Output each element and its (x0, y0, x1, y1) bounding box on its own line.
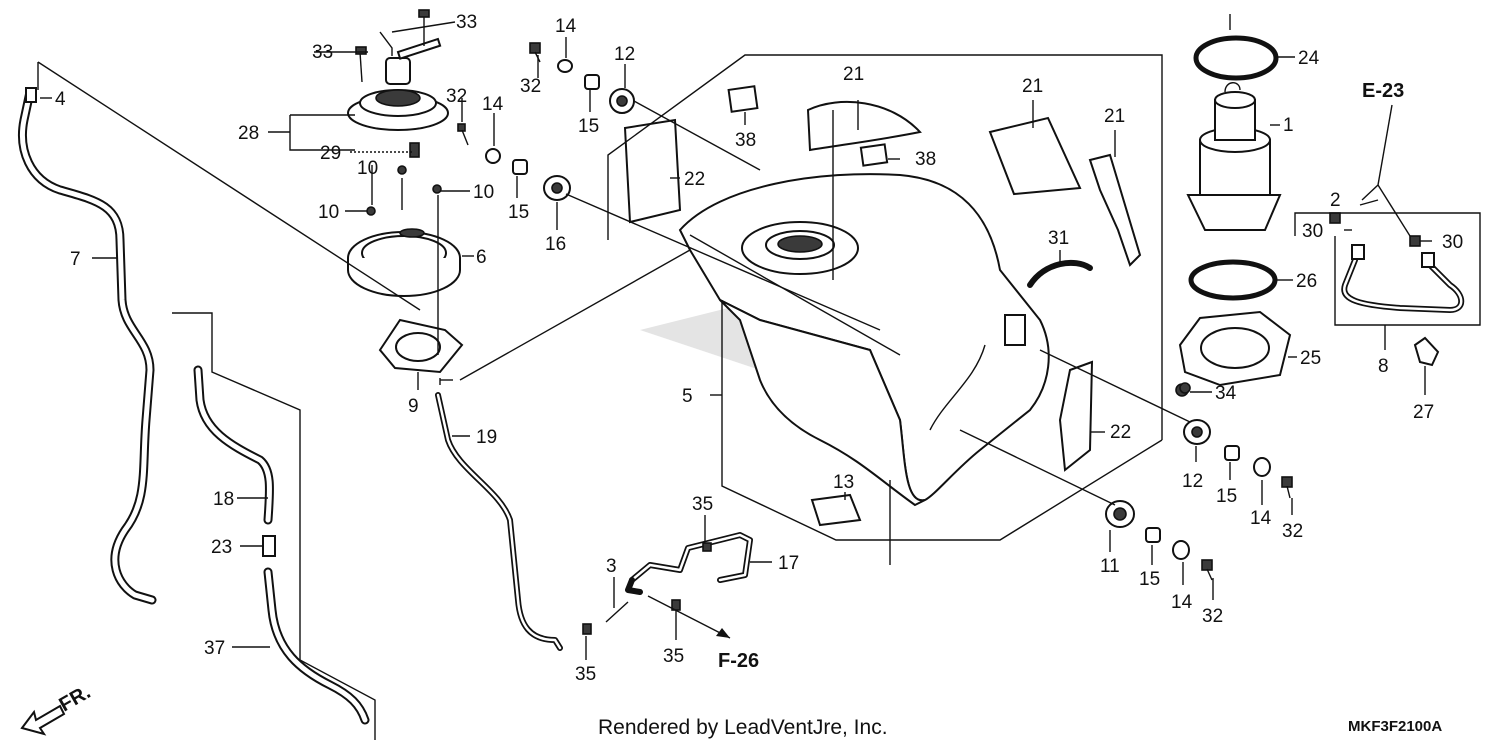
hose-7 (18, 87, 157, 605)
o-ring-24 (1193, 35, 1279, 81)
joint-3 (605, 601, 629, 623)
fuel-filler-ring-6 (347, 228, 461, 297)
callout-15b: 15 (508, 202, 529, 223)
callout-30a: 30 (1302, 221, 1323, 242)
callout-1: 1 (1283, 115, 1294, 136)
callout-15d: 15 (1139, 569, 1160, 590)
callout-10b: 10 (318, 202, 339, 223)
callout-21c: 21 (1104, 106, 1125, 127)
callout-22a: 22 (684, 169, 705, 190)
bolt-33 (355, 9, 430, 83)
callout-32c: 32 (1282, 521, 1303, 542)
fuel-feed-hose-8 (1294, 212, 1481, 326)
callout-28: 28 (238, 123, 259, 144)
callout-labels: 1 2 3 4 5 6 7 8 9 10 10 10 11 12 12 13 1… (55, 12, 1463, 685)
clip-27 (1413, 336, 1440, 367)
reference-f26: F-26 (718, 650, 759, 672)
mount-hardware-bottom (1105, 383, 1293, 581)
small-bolts (366, 123, 469, 216)
callout-14b: 14 (482, 94, 504, 115)
reference-e23: E-23 (1362, 80, 1404, 102)
callout-18: 18 (213, 489, 234, 510)
callout-17: 17 (778, 553, 799, 574)
pads-21 (806, 100, 1142, 267)
fuel-tube-17 (625, 532, 753, 595)
callout-5: 5 (682, 386, 693, 407)
callout-12a: 12 (614, 44, 635, 65)
callout-32b: 32 (446, 86, 467, 107)
callout-32a: 32 (520, 76, 541, 97)
callout-31: 31 (1048, 228, 1069, 249)
hose-19 (435, 392, 563, 651)
callout-27: 27 (1413, 402, 1434, 423)
callout-2: 2 (1330, 190, 1341, 211)
fuel-cap-assembly (347, 37, 449, 158)
pads-22 (623, 118, 1094, 472)
mount-hardware-top (485, 42, 635, 201)
joint-23 (262, 535, 276, 557)
clip-4 (25, 87, 37, 103)
callout-11: 11 (1100, 556, 1120, 577)
callout-4: 4 (55, 89, 66, 110)
hose-18 (193, 365, 274, 525)
pad-13 (810, 493, 862, 527)
callout-19: 19 (476, 427, 497, 448)
nut-34 (1179, 382, 1191, 394)
callout-35b: 35 (575, 664, 596, 685)
callout-14d: 14 (1171, 592, 1193, 613)
callout-22b: 22 (1110, 422, 1131, 443)
render-credit: Rendered by LeadVentJre, Inc. (598, 716, 888, 739)
callout-32d: 32 (1202, 606, 1223, 627)
callout-14a: 14 (555, 16, 577, 37)
callout-24: 24 (1298, 48, 1320, 69)
callout-21a: 21 (843, 64, 864, 85)
callout-15c: 15 (1216, 486, 1237, 507)
callout-10c: 10 (473, 182, 494, 203)
callout-29: 29 (320, 143, 341, 164)
gasket-9 (378, 318, 464, 374)
callout-10a: 10 (357, 158, 378, 179)
clips-30-2 (1329, 199, 1421, 247)
callout-9: 9 (408, 396, 419, 417)
tube-31 (1027, 259, 1093, 288)
leader-lines (37, 21, 1432, 660)
callout-23: 23 (211, 537, 232, 558)
hose-37 (263, 567, 370, 725)
callout-14c: 14 (1250, 508, 1272, 529)
callout-33a: 33 (456, 12, 477, 33)
clamps-35 (582, 542, 712, 635)
callout-38a: 38 (735, 130, 756, 151)
callout-21b: 21 (1022, 76, 1043, 97)
callout-30b: 30 (1442, 232, 1463, 253)
callout-13: 13 (833, 472, 854, 493)
callout-15a: 15 (578, 116, 599, 137)
diagram-code: MKF3F2100A (1348, 718, 1442, 735)
callout-33b: 33 (312, 42, 333, 63)
callout-25: 25 (1300, 348, 1321, 369)
fuel-tank-5 (640, 173, 1050, 507)
callout-7: 7 (70, 249, 81, 270)
callout-12b: 12 (1182, 471, 1203, 492)
callout-38b: 38 (915, 149, 936, 170)
sponges-38 (727, 85, 889, 167)
o-ring-26 (1188, 259, 1278, 301)
callout-35a: 35 (692, 494, 713, 515)
callout-37: 37 (204, 638, 225, 659)
plate-25 (1178, 310, 1292, 387)
callout-8: 8 (1378, 356, 1389, 377)
fuel-pump-1 (1186, 14, 1282, 231)
front-direction-arrow: FR. (20, 681, 94, 736)
callout-34: 34 (1215, 383, 1237, 404)
callout-26: 26 (1296, 271, 1317, 292)
callout-16: 16 (545, 234, 566, 255)
callout-3: 3 (606, 556, 617, 577)
callout-35c: 35 (663, 646, 684, 667)
callout-6: 6 (476, 247, 487, 268)
